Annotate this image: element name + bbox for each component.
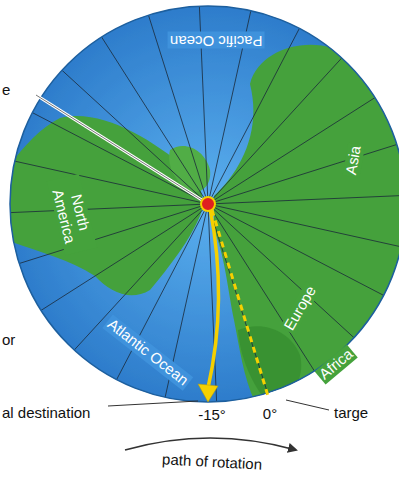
edge-label: or bbox=[0, 332, 17, 349]
target-path bbox=[212, 210, 268, 396]
meridian-line bbox=[208, 204, 385, 296]
meridian-line bbox=[208, 27, 300, 204]
callout-label: targe bbox=[332, 405, 370, 422]
callout-label: al destination bbox=[0, 405, 92, 422]
meridian-line bbox=[17, 204, 208, 264]
leader-line bbox=[108, 401, 198, 406]
edge-label: e bbox=[0, 82, 12, 99]
leader-line bbox=[286, 400, 329, 410]
meridian-line bbox=[208, 97, 377, 205]
actual-path bbox=[208, 208, 219, 388]
meridian-line bbox=[208, 195, 399, 204]
arrow-label: path of rotation bbox=[160, 451, 265, 473]
meridian-line bbox=[208, 204, 399, 247]
meridian-line bbox=[8, 204, 208, 213]
meridian-lines bbox=[8, 4, 399, 404]
ocean-label: Pacific Ocean bbox=[168, 32, 265, 49]
degree-label: 0° bbox=[261, 406, 279, 423]
rotation-arrow bbox=[125, 438, 296, 450]
meridian-line bbox=[13, 161, 208, 204]
meridian-line bbox=[208, 204, 316, 373]
pole-dot bbox=[201, 197, 215, 211]
meridian-line bbox=[101, 35, 209, 204]
actual-path-head bbox=[198, 384, 218, 402]
degree-label: -15° bbox=[196, 407, 228, 424]
meridian-line bbox=[208, 144, 399, 204]
